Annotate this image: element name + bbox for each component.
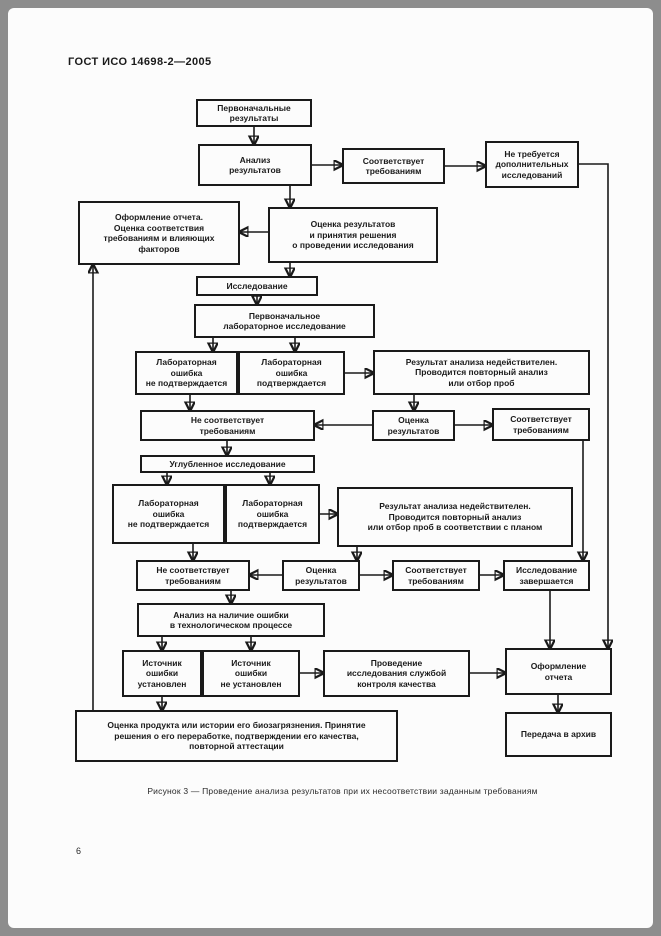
node-qc-research: Проведение исследования службой контроля… xyxy=(323,650,470,697)
node-complies-requirements-2: Соответствует требованиям xyxy=(492,408,590,441)
node-evaluation-decision: Оценка результатов и принятия решения о … xyxy=(268,207,438,263)
node-initial-results: Первоначальные результаты xyxy=(196,99,312,127)
node-research-complete: Исследование завершается xyxy=(503,560,590,591)
node-lab-error-not-confirmed-1: Лабораторная ошибка не подтверждается xyxy=(135,351,238,395)
node-product-evaluation: Оценка продукта или истории его биозагря… xyxy=(75,710,398,762)
node-not-complies-1: Не соответствует требованиям xyxy=(140,410,315,441)
node-error-source-found: Источник ошибки установлен xyxy=(122,650,202,697)
node-lab-error-confirmed-2: Лабораторная ошибка подтверждается xyxy=(225,484,320,544)
node-archive: Передача в архив xyxy=(505,712,612,757)
node-invalid-result-1: Результат анализа недействителен. Провод… xyxy=(373,350,590,395)
node-research: Исследование xyxy=(196,276,318,296)
node-not-complies-2: Не соответствует требованиям xyxy=(136,560,250,591)
node-eval-results-2: Оценка результатов xyxy=(282,560,360,591)
node-no-additional-research: Не требуется дополнительных исследований xyxy=(485,141,579,188)
node-complies-requirements-1: Соответствует требованиям xyxy=(342,148,445,184)
node-process-error-analysis: Анализ на наличие ошибки в технологическ… xyxy=(137,603,325,637)
node-eval-results-1: Оценка результатов xyxy=(372,410,455,441)
edge-no-additional-report2 xyxy=(579,163,608,648)
node-invalid-result-2: Результат анализа недействителен. Провод… xyxy=(337,487,573,547)
figure-caption: Рисунок 3 — Проведение анализа результат… xyxy=(147,786,538,796)
node-complies-requirements-3: Соответствует требованиям xyxy=(392,560,480,591)
node-lab-error-confirmed-1: Лабораторная ошибка подтверждается xyxy=(238,351,345,395)
node-lab-error-not-confirmed-2: Лабораторная ошибка не подтверждается xyxy=(112,484,225,544)
node-initial-lab-research: Первоначальное лабораторное исследование xyxy=(194,304,375,338)
node-report-assessment: Оформление отчета. Оценка соответствия т… xyxy=(78,201,240,265)
page-number: 6 xyxy=(76,846,82,856)
node-report-2: Оформление отчета xyxy=(505,648,612,695)
node-error-source-not-found: Источник ошибки не установлен xyxy=(202,650,300,697)
standard-code: ГОСТ ИСО 14698-2—2005 xyxy=(68,56,212,68)
node-in-depth-research: Углубленное исследование xyxy=(140,455,315,473)
node-analysis-results: Анализ результатов xyxy=(198,144,312,186)
